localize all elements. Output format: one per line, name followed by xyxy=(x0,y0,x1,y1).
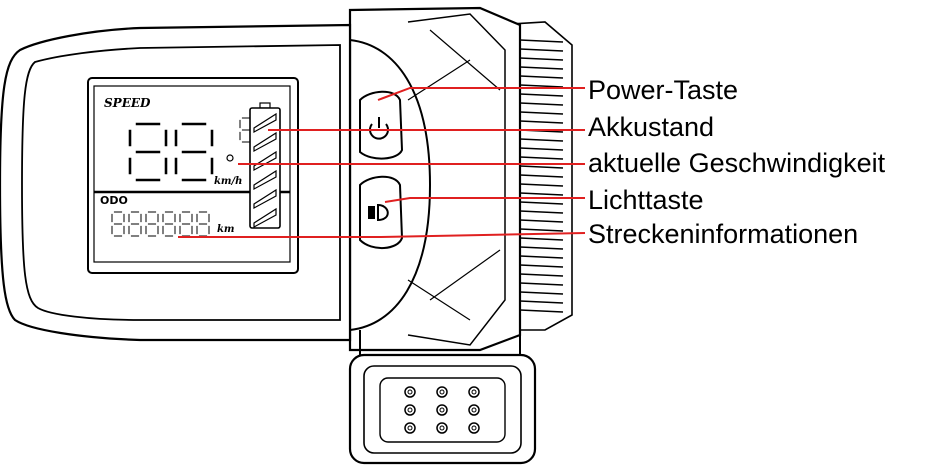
grip-rib xyxy=(519,192,564,196)
callout-light-button: Lichttaste xyxy=(588,185,704,215)
callout-battery-level: Akkustand xyxy=(588,112,715,142)
grip-rib xyxy=(519,309,564,313)
grip-rib xyxy=(519,237,564,241)
lcd-screen: SPEED ODO km/h km xyxy=(87,77,299,274)
grip-rib xyxy=(519,138,564,142)
odo-label: ODO xyxy=(100,194,128,207)
odo-digit xyxy=(196,211,210,237)
grip-rib xyxy=(519,66,564,70)
light-button[interactable] xyxy=(359,175,404,249)
leader-line-power xyxy=(377,87,585,101)
connector-pin-core xyxy=(471,425,477,431)
grip-rib xyxy=(519,102,564,106)
grip-rib xyxy=(519,156,564,160)
connector-pin-core xyxy=(439,407,445,413)
callout-power-button: Power-Taste xyxy=(588,75,739,105)
odo-digit xyxy=(111,211,125,237)
odo-unit: km xyxy=(217,224,235,235)
leader-line-light xyxy=(384,197,585,203)
connector-pin-core xyxy=(407,407,413,413)
battery-segment xyxy=(253,150,277,172)
speed-digits xyxy=(128,117,253,182)
grip-rib xyxy=(519,75,564,79)
odo-digit xyxy=(145,211,159,237)
battery-segment xyxy=(253,188,277,210)
grip-rib xyxy=(519,174,564,178)
grip-rib xyxy=(519,120,564,124)
grip-rib xyxy=(519,39,564,43)
grip-rib xyxy=(519,273,564,277)
grip-rib xyxy=(519,84,564,88)
speed-unit: km/h xyxy=(214,176,242,187)
grip-rib xyxy=(519,246,564,250)
connector-pin-core xyxy=(471,407,477,413)
grip-rib xyxy=(519,264,564,268)
grip-rib xyxy=(519,165,564,169)
grip-rib xyxy=(519,210,564,214)
connector-pin-core xyxy=(407,425,413,431)
grip-rib xyxy=(519,219,564,223)
grip-rib xyxy=(519,93,564,97)
grip-rib xyxy=(519,183,564,187)
headlight-icon xyxy=(368,203,389,222)
speed-label: SPEED xyxy=(104,96,151,110)
grip-rib xyxy=(519,111,564,115)
battery-segment xyxy=(253,169,277,191)
grip-rib xyxy=(519,147,564,151)
grip-rib xyxy=(519,282,564,286)
connector-pin-core xyxy=(439,389,445,395)
leader-lines xyxy=(178,87,586,238)
grip-rib xyxy=(519,300,564,304)
callout-current-speed: aktuelle Geschwindigkeit xyxy=(588,148,886,178)
connector-pin-core xyxy=(471,389,477,395)
grip-rib xyxy=(519,201,564,205)
grip-rib xyxy=(519,57,564,61)
speed-digit xyxy=(174,122,214,182)
odo-digits xyxy=(111,211,210,237)
speed-decimal-digit xyxy=(239,117,253,143)
leader-line-trip xyxy=(178,232,586,238)
battery-gauge xyxy=(249,102,281,229)
grip-rib xyxy=(519,255,564,259)
grip-rib xyxy=(519,228,564,232)
speed-digit xyxy=(128,122,168,182)
connector-pin-core xyxy=(407,389,413,395)
callout-trip-info: Streckeninformationen xyxy=(588,219,859,249)
odo-digit xyxy=(128,211,142,237)
odo-digit xyxy=(162,211,176,237)
battery-segment xyxy=(253,131,277,153)
connector-pin-core xyxy=(439,425,445,431)
connector-plug xyxy=(348,330,537,465)
grip-rib xyxy=(519,48,564,52)
battery-segment xyxy=(253,207,277,229)
power-icon xyxy=(369,117,389,140)
battery-segment xyxy=(253,112,277,134)
power-button[interactable] xyxy=(359,90,404,160)
decimal-point xyxy=(226,154,234,162)
grip-rib xyxy=(519,291,564,295)
